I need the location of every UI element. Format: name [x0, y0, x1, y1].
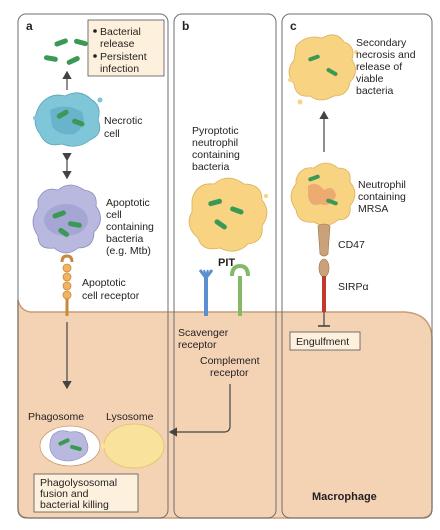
apoptotic-label-3: containing: [106, 221, 154, 233]
panel-c-frame: [281, 13, 433, 519]
apoptotic-receptor: [60, 254, 74, 316]
engulfment-label: Engulfment: [296, 336, 349, 348]
receptor-label-2: cell receptor: [82, 290, 140, 302]
complement-receptor: [230, 263, 250, 316]
panel-a-letter: a: [26, 19, 33, 33]
panel-c-letter: c: [290, 19, 297, 33]
apoptotic-label-1: Apoptotic: [106, 197, 150, 209]
cd47-label: CD47: [338, 239, 365, 251]
phagolysosome: [39, 423, 165, 469]
engulfment-box: [289, 331, 361, 351]
receptor-label-1: Apoptotic: [82, 277, 126, 289]
secondary-label-5: bacteria: [356, 85, 394, 97]
secondary-necrosis-cell: [288, 34, 358, 105]
neutrophil-label-2: containing: [358, 191, 406, 203]
arrow-b-to-phagosome: [168, 384, 231, 437]
scavenger-receptor: [198, 269, 214, 316]
sirpa-receptor: [318, 258, 330, 312]
apoptotic-cell: [32, 184, 101, 254]
pyroptotic-label-3: containing: [192, 149, 240, 161]
outcome-box: [87, 19, 165, 77]
fusion-label-3: bacterial killing: [40, 499, 109, 511]
apoptotic-label-2: cell: [106, 209, 122, 221]
pyroptotic-label-1: Pyroptotic: [192, 125, 239, 137]
box-line-2: release: [100, 38, 135, 50]
necrotic-label-2: cell: [104, 128, 120, 140]
necrotic-label-1: Necrotic: [104, 115, 143, 127]
scavenger-label-2: receptor: [178, 339, 217, 351]
fusion-box: [33, 473, 139, 513]
mrsa-neutrophil: [290, 162, 356, 226]
cd47-molecule: [317, 223, 331, 257]
neutrophil-label-3: MRSA: [358, 203, 388, 215]
box-line-1: Bacterial: [100, 26, 141, 38]
panel-a-frame: [17, 13, 169, 519]
pyroptotic-label-4: bacteria: [192, 161, 230, 173]
secondary-label-1: Secondary: [356, 37, 407, 49]
necrotic-cell: [33, 92, 103, 147]
panel-b-letter: b: [182, 19, 189, 33]
released-bacteria: [43, 38, 88, 65]
complement-label-2: receptor: [210, 367, 249, 379]
macrophage-label: Macrophage: [312, 491, 377, 503]
fusion-label-2: fusion and: [40, 488, 89, 500]
phagosome-label: Phagosome: [28, 411, 84, 423]
box-line-4: infection: [100, 63, 139, 75]
secondary-label-4: viable: [356, 73, 384, 85]
lysosome-label: Lysosome: [106, 411, 154, 423]
panel-b-frame: [173, 13, 277, 519]
scavenger-label-1: Scavenger: [178, 327, 229, 339]
pyroptotic-label-2: neutrophil: [192, 137, 238, 149]
apoptotic-label-5: (e.g. Mtb): [106, 245, 151, 257]
apoptotic-label-4: bacteria: [106, 233, 144, 245]
box-line-3: Persistent: [100, 51, 147, 63]
fusion-label-1: Phagolysosomal: [40, 477, 117, 489]
pit-label: PIT: [218, 257, 235, 269]
pyroptotic-neutrophil: [188, 177, 268, 252]
sirpa-label: SIRPα: [338, 281, 369, 293]
complement-label-1: Complement: [200, 355, 260, 367]
secondary-label-2: necrosis and: [356, 49, 416, 61]
secondary-label-3: release of: [356, 61, 402, 73]
neutrophil-label-1: Neutrophil: [358, 179, 406, 191]
